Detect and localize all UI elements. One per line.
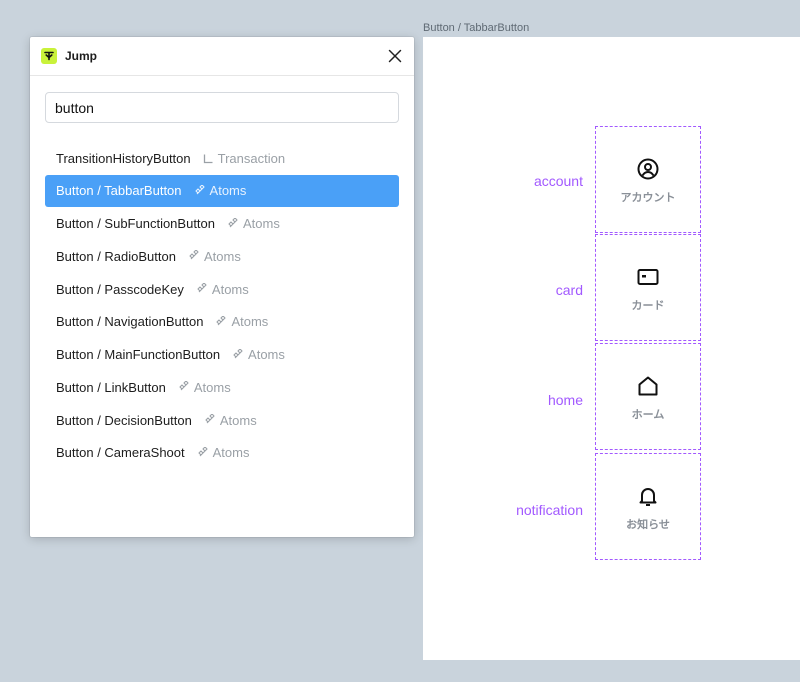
frame-corner-icon — [203, 152, 213, 163]
component-icon — [196, 282, 208, 295]
variant-prop-home: home — [547, 392, 583, 408]
result-item[interactable]: Button / DecisionButton Atoms — [45, 404, 399, 436]
result-name: Button / NavigationButton — [56, 314, 204, 330]
result-page-name: Atoms — [243, 216, 280, 231]
result-page: Atoms — [194, 183, 247, 199]
result-name: Button / RadioButton — [56, 248, 176, 264]
jump-dialog: Jump TransitionHistoryButton Transaction… — [30, 37, 414, 537]
component-icon — [194, 184, 206, 197]
result-name: Button / SubFunctionButton — [56, 216, 215, 231]
result-name: Button / DecisionButton — [56, 412, 192, 428]
result-name: Button / MainFunctionButton — [56, 347, 221, 362]
search-input[interactable] — [45, 92, 399, 123]
result-page: Atoms — [227, 216, 280, 231]
result-page: Atoms — [178, 380, 231, 395]
result-item[interactable]: Button / LinkButton Atoms — [45, 371, 399, 403]
component-frame[interactable]: account アカウント card カード home ホーム not — [423, 37, 800, 660]
dialog-title: Jump — [65, 49, 98, 63]
bell-icon — [636, 484, 660, 508]
component-icon — [178, 380, 190, 393]
result-page: Transaction — [203, 151, 285, 166]
results-list: TransitionHistoryButton Transaction Butt… — [45, 142, 399, 470]
component-icon — [204, 413, 216, 426]
result-name: Button / PasscodeKey — [56, 281, 184, 297]
variant-prop-notification: notification — [516, 502, 583, 518]
result-name: Button / TabbarButton — [56, 183, 182, 199]
variant-account[interactable]: アカウント — [595, 126, 701, 233]
close-icon[interactable] — [387, 48, 403, 64]
result-page: Atoms — [232, 347, 285, 362]
account-icon — [636, 157, 660, 181]
result-item[interactable]: TransitionHistoryButton Transaction — [45, 142, 399, 174]
result-name: TransitionHistoryButton — [56, 150, 191, 166]
result-page: Atoms — [204, 413, 257, 428]
dialog-header: Jump — [30, 37, 414, 76]
result-page-name: Atoms — [211, 281, 249, 297]
result-item[interactable]: Button / MainFunctionButton Atoms — [45, 339, 399, 371]
result-page-name: Atoms — [203, 248, 241, 264]
plugin-logo-icon — [41, 48, 57, 64]
result-name: Button / CameraShoot — [56, 445, 185, 461]
variant-label: ホーム — [631, 408, 665, 421]
result-item[interactable]: Button / NavigationButton Atoms — [45, 306, 399, 338]
component-icon — [188, 249, 200, 262]
result-page: Atoms — [188, 249, 241, 264]
result-page-name: Atoms — [219, 412, 257, 428]
variant-prop-account: account — [533, 173, 583, 189]
result-page-name: Atoms — [231, 314, 269, 330]
result-page: Atoms — [196, 282, 249, 297]
variant-label: アカウント — [620, 191, 676, 204]
variant-home[interactable]: ホーム — [595, 343, 701, 450]
variant-label: カード — [631, 299, 665, 312]
frame-label[interactable]: Button / TabbarButton — [423, 22, 530, 34]
variant-prop-card: card — [555, 282, 583, 298]
result-page-name: Atoms — [212, 445, 250, 461]
result-page-name: Atoms — [248, 347, 285, 362]
result-page-name: Atoms — [209, 183, 247, 199]
result-page-name: Atoms — [193, 379, 231, 395]
result-item[interactable]: Button / CameraShoot Atoms — [45, 437, 399, 469]
home-icon — [636, 374, 660, 398]
card-icon — [636, 265, 660, 289]
component-icon — [227, 216, 239, 230]
variant-card[interactable]: カード — [595, 234, 701, 341]
component-icon — [197, 446, 209, 459]
result-page: Atoms — [215, 314, 268, 329]
variant-label: お知らせ — [626, 518, 670, 531]
component-icon — [232, 347, 244, 361]
result-page: Atoms — [197, 445, 250, 461]
result-page-name: Transaction — [217, 150, 286, 166]
result-item[interactable]: Button / RadioButton Atoms — [45, 240, 399, 272]
result-name: Button / LinkButton — [56, 379, 166, 395]
result-item[interactable]: Button / PasscodeKey Atoms — [45, 273, 399, 305]
result-item-selected[interactable]: Button / TabbarButton Atoms — [45, 174, 399, 207]
result-item[interactable]: Button / SubFunctionButton Atoms — [45, 208, 399, 240]
variant-notification[interactable]: お知らせ — [595, 453, 701, 560]
component-icon — [215, 315, 227, 328]
